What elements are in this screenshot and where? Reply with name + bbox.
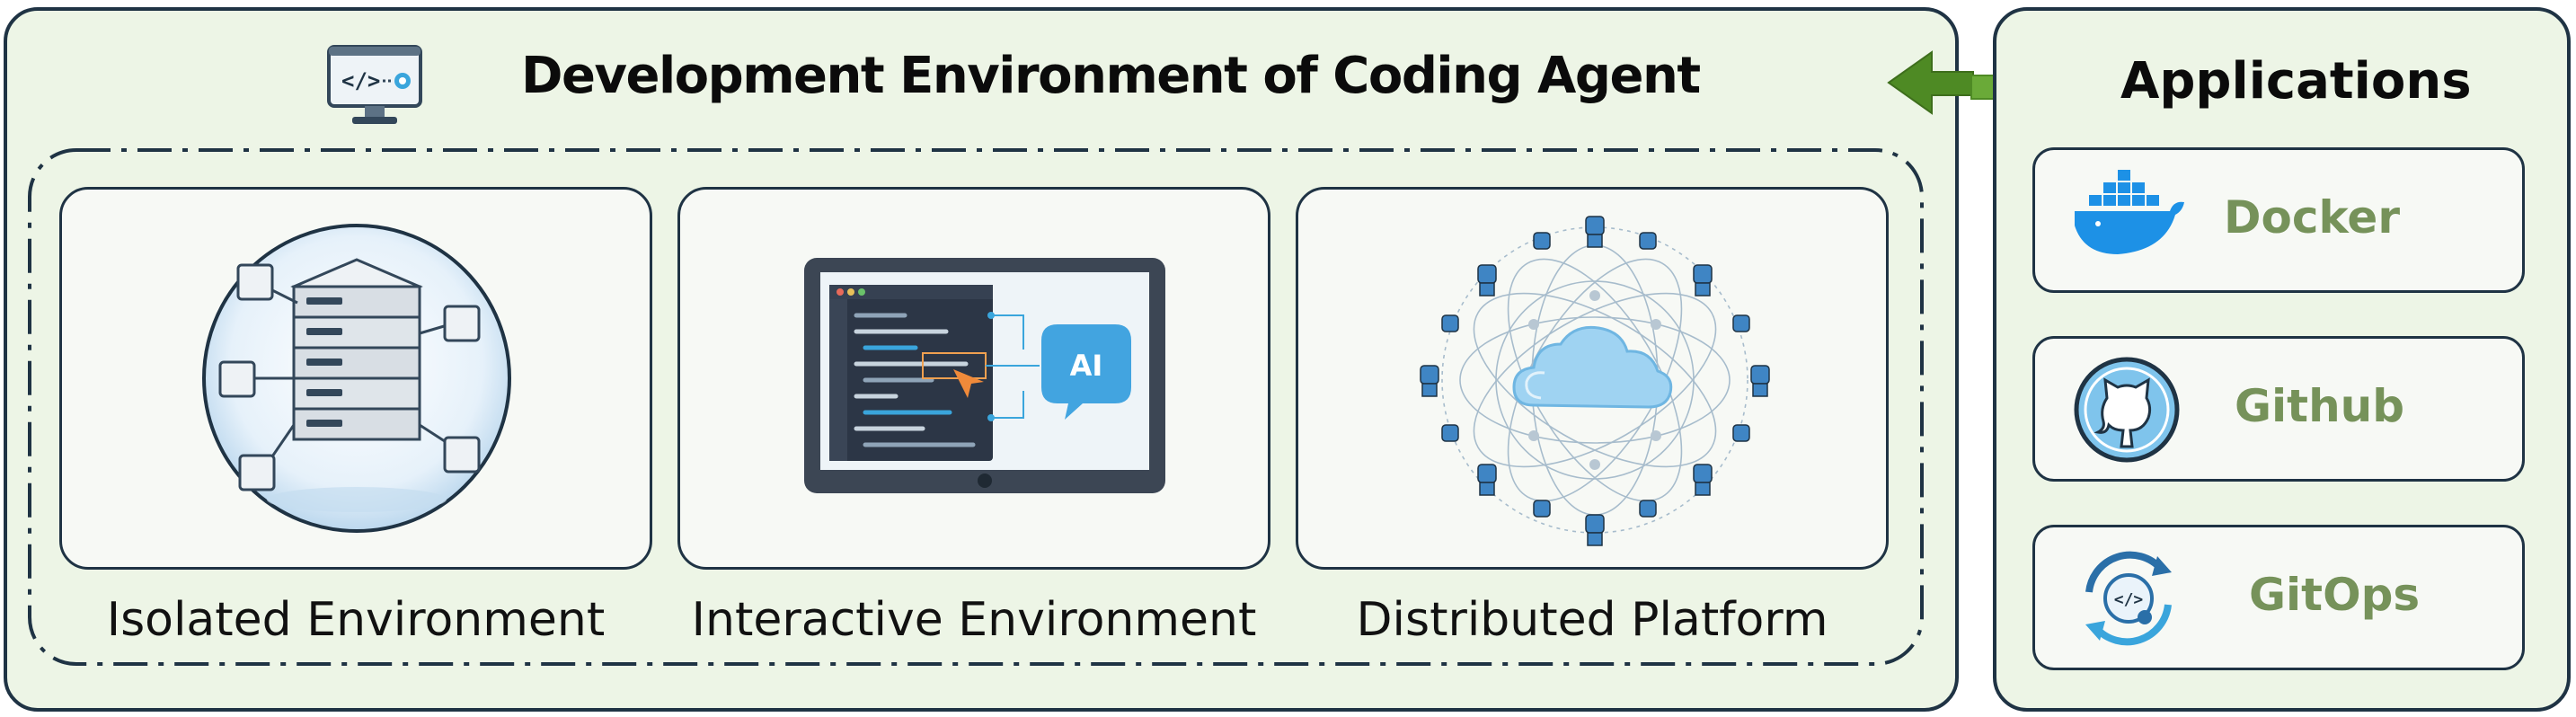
applications-title: Applications <box>2120 52 2472 111</box>
interactive-environment-card: AI <box>677 187 1270 570</box>
isolated-environment-card <box>59 187 652 570</box>
distributed-platform-card <box>1296 187 1889 570</box>
robot-nodes <box>1420 216 1770 546</box>
github-octocat-icon <box>2074 357 2180 463</box>
docker-whale-icon <box>2075 170 2184 254</box>
main-title: Development Environment of Coding Agent <box>521 47 1701 105</box>
github-label: Github <box>2235 380 2405 432</box>
docker-label: Docker <box>2224 191 2400 243</box>
cloud-network-icon <box>1420 216 1770 546</box>
ai-badge: AI <box>1070 349 1103 383</box>
ai-code-monitor-icon: AI <box>804 258 1165 493</box>
isolated-environment-label: Isolated Environment <box>106 593 606 647</box>
github-app-card: Github <box>2032 336 2525 482</box>
server-sphere-icon <box>202 224 511 533</box>
gitops-label: GitOps <box>2249 569 2421 621</box>
gitops-app-card: </> GitOps <box>2032 525 2525 670</box>
svg-text:</>: </> <box>2114 590 2144 609</box>
environments-group-border <box>28 148 1924 666</box>
svg-text:</>: </> <box>341 68 380 93</box>
gitops-cycle-icon: </> <box>2085 551 2172 646</box>
interactive-environment-label: Interactive Environment <box>691 593 1257 647</box>
docker-app-card: Docker <box>2032 147 2525 293</box>
distributed-platform-label: Distributed Platform <box>1356 593 1828 647</box>
code-monitor-icon: </> <box>327 45 422 124</box>
